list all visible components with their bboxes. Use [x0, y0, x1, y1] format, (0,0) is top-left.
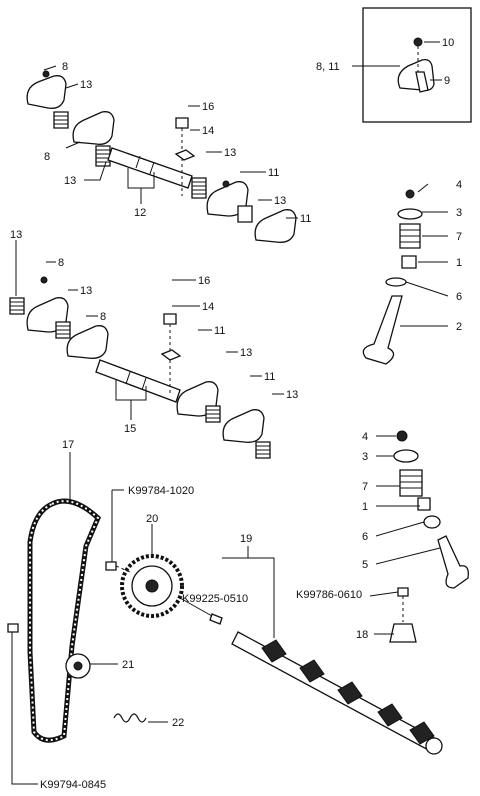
callout-6: 6 — [362, 531, 368, 543]
spring — [237, 205, 253, 223]
callout-10: 10 — [442, 37, 454, 49]
callout-8: 8 — [58, 257, 64, 269]
callout-labels: 10 9 8, 11 8 13 8 13 16 14 13 11 13 11 1… — [10, 37, 462, 791]
callout-12: 12 — [134, 207, 146, 219]
timing-belt — [27, 498, 101, 743]
callout-11: 11 — [264, 371, 275, 383]
callout-6: 6 — [456, 291, 462, 303]
washer — [160, 349, 182, 361]
valve-spring — [399, 469, 423, 497]
rocker-arm — [254, 209, 297, 243]
callout-4: 4 — [456, 179, 462, 191]
callout-13: 13 — [10, 229, 22, 241]
valve — [437, 535, 469, 589]
callout-16: 16 — [198, 275, 210, 287]
bolt — [397, 587, 409, 597]
callout-14: 14 — [202, 301, 214, 313]
bolt — [163, 313, 177, 325]
retainer — [397, 208, 423, 220]
callout-7: 7 — [362, 481, 368, 493]
callout-17: 17 — [62, 439, 74, 451]
callout-18: 18 — [356, 629, 368, 641]
callout-19: 19 — [240, 533, 252, 545]
retainer — [393, 449, 419, 463]
bolt — [7, 623, 19, 633]
callout-8: 8 — [44, 151, 50, 163]
callout-1: 1 — [456, 257, 462, 269]
tension-spring — [113, 713, 147, 723]
callout-15: 15 — [124, 423, 136, 435]
callout-11: 11 — [214, 325, 225, 337]
callout-16: 16 — [202, 101, 214, 113]
callout-11: 11 — [268, 167, 279, 179]
callout-3: 3 — [362, 451, 368, 463]
inset-detail — [352, 7, 472, 123]
cotter — [405, 189, 415, 199]
lower-rocker-assembly — [9, 276, 271, 459]
callout-7: 7 — [456, 231, 462, 243]
callout-8: 8 — [62, 61, 68, 73]
callout-leaders — [11, 65, 449, 785]
callout-13: 13 — [224, 147, 236, 159]
spring-seat — [385, 277, 407, 287]
callout-13: 13 — [286, 389, 298, 401]
callout-20: 20 — [146, 513, 158, 525]
rocker-arm — [66, 325, 109, 359]
bolt — [175, 117, 189, 129]
callout-8-11: 8, 11 — [316, 61, 340, 73]
valve — [362, 295, 403, 365]
part-number-label: K99225-0510 — [182, 593, 248, 605]
part-number-label: K99794-0845 — [40, 779, 106, 791]
stem-seal — [401, 255, 417, 269]
callout-22: 22 — [172, 717, 184, 729]
callout-5: 5 — [362, 559, 368, 571]
rocker-shaft — [95, 359, 181, 403]
callout-13: 13 — [64, 175, 76, 187]
spring — [191, 177, 207, 199]
spring — [95, 145, 111, 167]
callout-3: 3 — [456, 207, 462, 219]
callout-14: 14 — [202, 125, 214, 137]
callout-13: 13 — [240, 347, 252, 359]
part-number-label: K99784-1020 — [128, 485, 194, 497]
washer — [174, 149, 196, 161]
callout-4: 4 — [362, 431, 368, 443]
bracket — [389, 623, 417, 643]
timing-belt-assembly — [7, 498, 443, 755]
stem-seal — [417, 497, 431, 511]
lower-valve-stack — [389, 430, 469, 643]
rocker-arm — [72, 111, 115, 145]
rocker-arm — [26, 75, 67, 109]
bolt — [105, 561, 117, 571]
callout-8: 8 — [100, 311, 106, 323]
part-number-label: K99786-0610 — [296, 589, 362, 601]
rocker-shaft — [107, 147, 193, 189]
cotter — [396, 430, 408, 442]
callout-13: 13 — [80, 285, 92, 297]
callout-13: 13 — [274, 195, 286, 207]
callout-2: 2 — [456, 321, 462, 333]
spring-seat — [423, 515, 441, 529]
upper-rocker-assembly — [26, 70, 297, 243]
callout-21: 21 — [122, 659, 134, 671]
callout-13: 13 — [80, 79, 92, 91]
key — [209, 613, 223, 625]
rocker-arm — [222, 409, 265, 443]
callout-1: 1 — [362, 501, 368, 513]
callout-9: 9 — [444, 75, 450, 87]
upper-valve-stack — [362, 189, 423, 365]
callout-11: 11 — [300, 213, 311, 225]
